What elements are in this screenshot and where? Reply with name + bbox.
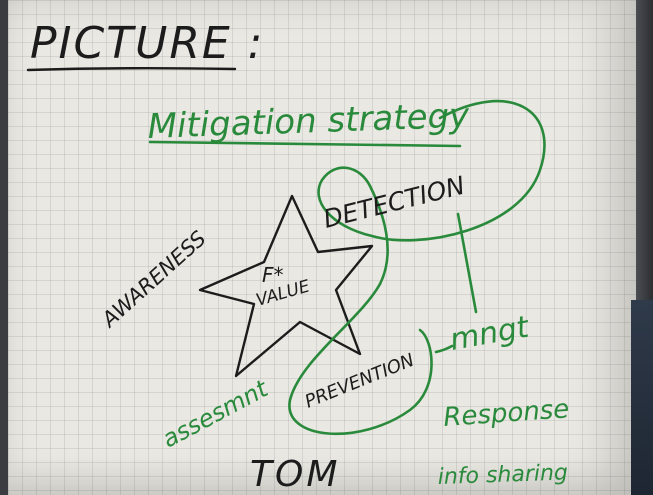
heading-underline [26,67,237,72]
connector-line [456,212,478,314]
response-text: Response [442,394,570,433]
center-symbol-text: F* [262,263,284,287]
strategy-loop-curve [288,99,546,436]
arrow-to-mngt [434,344,454,354]
awareness-text: AWARENESS [96,226,211,333]
info-sharing-text: info sharing [437,460,568,490]
tom-text: TOM [250,454,340,495]
assessment-text: assesmnt [158,374,274,453]
heading-text: PICTURE : [30,18,265,69]
prevention-text: PREVENTION [302,350,417,413]
detection-text: DETECTION [320,171,468,234]
mngt-text: mngt [447,309,532,357]
star-shape [198,194,374,378]
person-clothing [631,300,653,495]
flipchart-paper [8,0,636,495]
title-underline [148,140,462,148]
title-text: Mitigation strategy [147,96,471,147]
